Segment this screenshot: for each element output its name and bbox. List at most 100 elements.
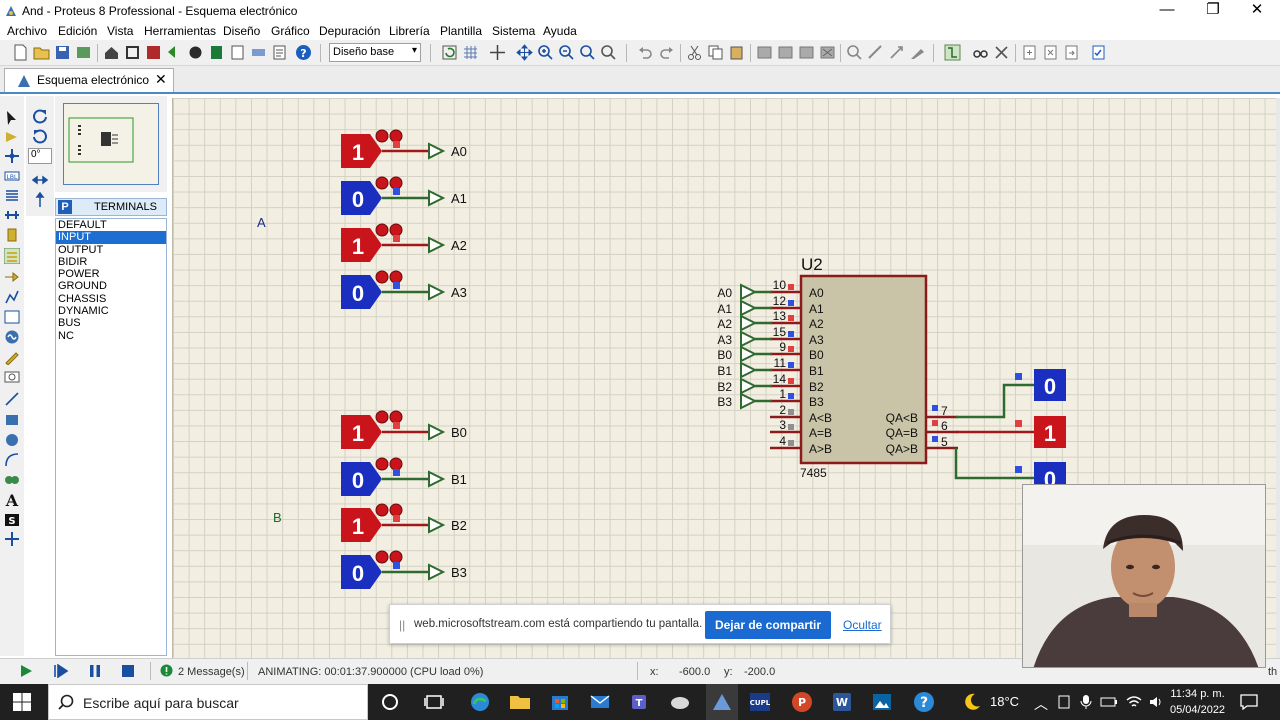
menu-sistema[interactable]: Sistema <box>492 24 536 38</box>
zoom-out-icon[interactable] <box>558 44 575 61</box>
mirror-vertical-icon[interactable] <box>32 191 48 211</box>
overview-window[interactable] <box>63 103 159 185</box>
arc-tool-icon[interactable] <box>4 452 20 468</box>
text-tool-icon[interactable]: A <box>4 492 20 508</box>
teams-icon[interactable]: T <box>628 690 652 714</box>
messages-count[interactable]: 2 Message(s) <box>178 666 245 678</box>
menu-vista[interactable]: Vista <box>107 24 134 38</box>
zoom-area-icon[interactable] <box>600 44 617 61</box>
list-item-nc[interactable]: NC <box>58 329 74 342</box>
design-explorer-icon[interactable] <box>229 44 246 61</box>
units-indicator[interactable]: th <box>1268 666 1278 678</box>
word-icon[interactable]: W <box>830 690 854 714</box>
menu-ayuda[interactable]: Ayuda <box>543 24 577 38</box>
design-rule-check-icon[interactable] <box>1090 44 1107 61</box>
list-item-input[interactable]: INPUT <box>56 231 166 244</box>
microphone-icon[interactable] <box>1080 694 1092 713</box>
line-tool-icon[interactable] <box>4 391 20 407</box>
taskbar-search-box[interactable]: Escribe aquí para buscar <box>48 684 368 720</box>
menu-libreria[interactable]: Librería <box>389 24 430 38</box>
junction-dot-icon[interactable] <box>4 148 20 164</box>
marker-tool-icon[interactable] <box>4 531 20 547</box>
refresh-icon[interactable] <box>441 44 458 61</box>
menu-grafico[interactable]: Gráfico <box>271 24 310 38</box>
block-delete-icon[interactable] <box>819 44 836 61</box>
new-file-icon[interactable] <box>12 44 29 61</box>
step-button[interactable] <box>53 663 69 681</box>
list-item-ground[interactable]: GROUND <box>58 280 107 293</box>
packaging-tool-icon[interactable] <box>909 44 926 61</box>
help-app-icon[interactable]: ? <box>912 690 936 714</box>
paste-icon[interactable] <box>728 44 745 61</box>
mirror-horizontal-icon[interactable] <box>31 172 49 191</box>
hide-link[interactable]: Ocultar <box>843 618 882 632</box>
mail-icon[interactable] <box>588 690 612 714</box>
close-tab-icon[interactable]: ✕ <box>155 71 167 87</box>
property-assignment-icon[interactable] <box>993 44 1010 61</box>
app-icon-cloud[interactable] <box>668 690 692 714</box>
virtual-instrument-icon[interactable] <box>4 369 20 385</box>
path-tool-icon[interactable] <box>4 472 20 488</box>
bom-icon[interactable] <box>208 44 225 61</box>
box-tool-icon[interactable] <box>4 412 20 428</box>
notes-icon[interactable] <box>271 44 288 61</box>
subcircuit-icon[interactable] <box>4 227 20 243</box>
menu-depuracion[interactable]: Depuración <box>319 24 381 38</box>
generator-mode-icon[interactable] <box>4 329 20 345</box>
device-pins-icon[interactable] <box>4 269 20 285</box>
menu-edicion[interactable]: Edición <box>58 24 98 38</box>
store-icon[interactable] <box>548 690 572 714</box>
battery-icon[interactable] <box>1100 694 1118 713</box>
new-sheet-icon[interactable] <box>1021 44 1038 61</box>
chevron-up-icon[interactable]: ︿ <box>1034 696 1048 712</box>
help-icon[interactable]: ? <box>295 44 312 61</box>
list-item-bus[interactable]: BUS <box>58 317 81 330</box>
menu-archivo[interactable]: Archivo <box>7 24 48 38</box>
play-button[interactable] <box>19 664 33 681</box>
make-device-icon[interactable] <box>867 44 884 61</box>
list-item-dynamic[interactable]: DYNAMIC <box>58 305 109 318</box>
photos-icon[interactable] <box>870 690 894 714</box>
rotation-angle-field[interactable]: 0° <box>28 148 52 164</box>
clock[interactable]: 11:34 p. m. 05/04/2022 <box>1170 686 1225 718</box>
pick-devices-button[interactable]: P <box>58 200 72 214</box>
tape-recorder-icon[interactable] <box>4 309 20 325</box>
block-copy-icon[interactable] <box>756 44 773 61</box>
windows-start-icon[interactable] <box>10 690 34 714</box>
minimize-button[interactable]: — <box>1159 1 1175 18</box>
import-icon[interactable] <box>75 44 92 61</box>
3d-view-icon[interactable] <box>166 44 183 61</box>
text-script-icon[interactable] <box>4 188 20 204</box>
list-item-default[interactable]: DEFAULT <box>58 219 107 231</box>
task-view-icon[interactable] <box>422 690 446 714</box>
menu-herramientas[interactable]: Herramientas <box>144 24 217 38</box>
canvas-scrollbar[interactable] <box>1276 98 1280 658</box>
menu-diseno[interactable]: Diseño <box>223 24 261 38</box>
rotate-clockwise-icon[interactable] <box>32 108 48 127</box>
messages-check-icon[interactable] <box>160 664 173 680</box>
remove-sheet-icon[interactable] <box>1042 44 1059 61</box>
redo-icon[interactable] <box>658 44 675 61</box>
exit-to-parent-icon[interactable] <box>1063 44 1080 61</box>
list-item-output[interactable]: OUTPUT <box>58 243 104 256</box>
symbol-tool-icon[interactable]: S <box>4 512 20 528</box>
powerpoint-icon[interactable]: P <box>790 690 814 714</box>
rotate-counterclockwise-icon[interactable] <box>32 128 48 147</box>
notifications-icon[interactable] <box>1240 694 1258 713</box>
close-window-button[interactable]: ✕ <box>1250 1 1264 18</box>
pause-button[interactable] <box>88 664 102 681</box>
pcb-icon[interactable] <box>145 44 162 61</box>
edge-browser-icon[interactable] <box>468 690 492 714</box>
file-explorer-icon[interactable] <box>508 690 532 714</box>
stop-sharing-button[interactable]: Dejar de compartir <box>705 611 831 639</box>
zoom-in-icon[interactable] <box>537 44 554 61</box>
stop-button[interactable] <box>121 664 135 681</box>
copy-icon[interactable] <box>707 44 724 61</box>
origin-icon[interactable] <box>489 44 506 61</box>
pan-icon[interactable] <box>516 44 533 61</box>
home-icon[interactable] <box>103 44 120 61</box>
grid-toggle-icon[interactable] <box>462 44 479 61</box>
tab-esquema-electronico[interactable]: Esquema electrónico ✕ <box>4 68 174 92</box>
cortana-icon[interactable] <box>378 690 402 714</box>
buses-icon[interactable] <box>4 207 20 223</box>
